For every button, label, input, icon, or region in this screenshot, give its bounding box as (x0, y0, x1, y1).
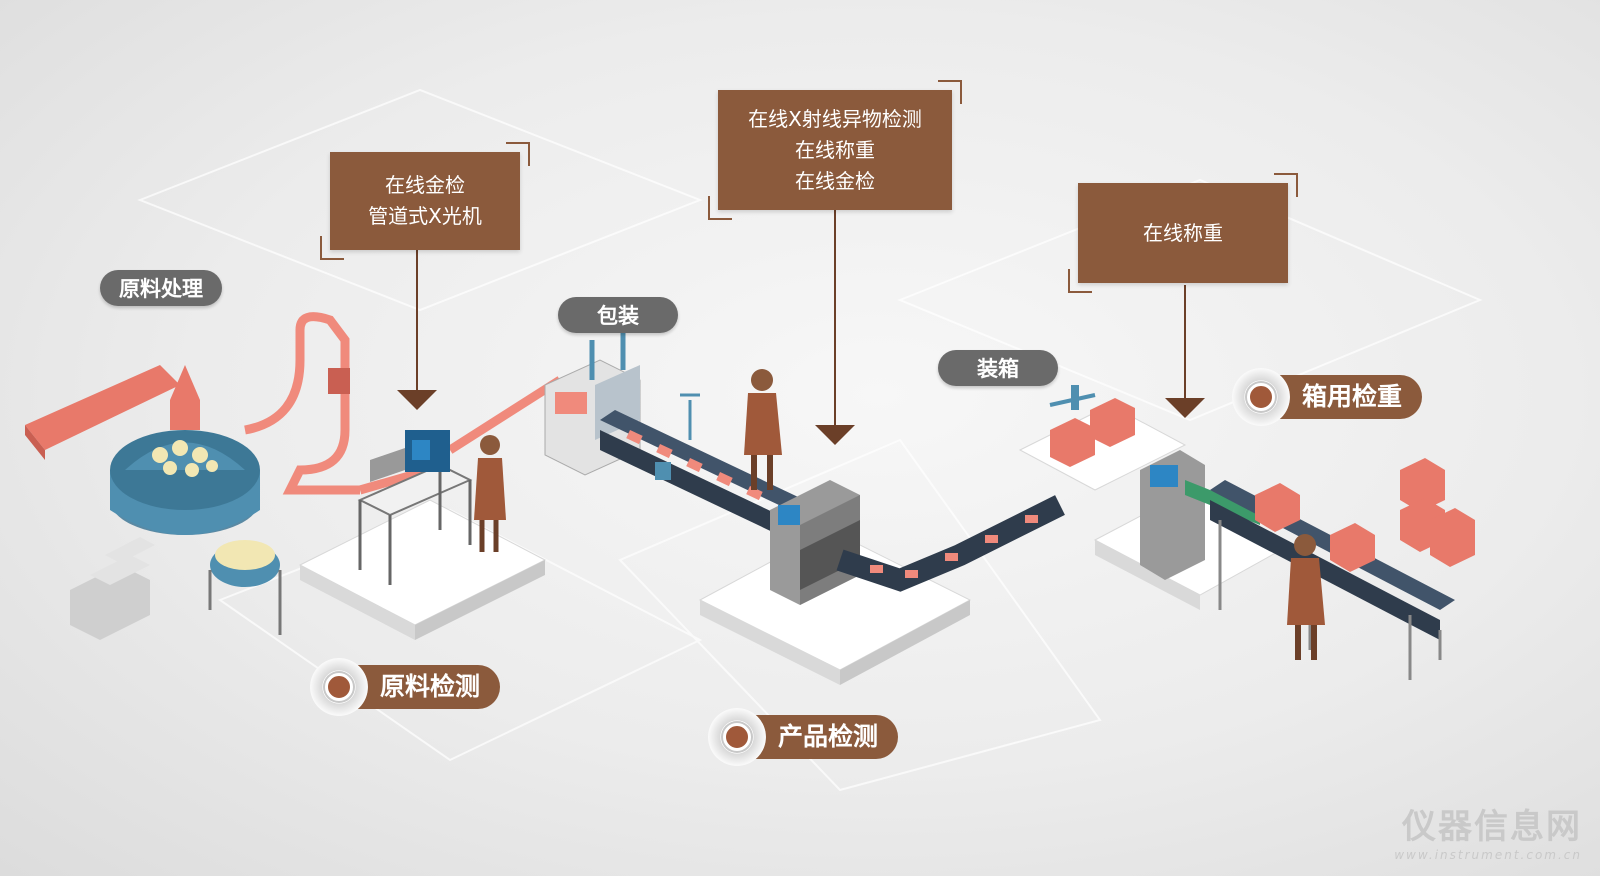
watermark-name: 仪器信息网 (1402, 807, 1582, 847)
callout-line: 在线金检 (385, 173, 465, 197)
process-label-packaging: 包装 (558, 297, 678, 333)
stage-dot (325, 673, 353, 701)
stage-marker (1232, 368, 1290, 426)
raw-processing-equipment (25, 312, 563, 640)
watermark-url: www.instrument.com.cn (1394, 848, 1582, 862)
callout-raw-inspection: 在线金检 管道式X光机 (320, 142, 530, 260)
stage-label: 原料检测 (350, 665, 501, 709)
boxing-equipment (1049, 385, 1135, 467)
process-label-boxing: 装箱 (938, 350, 1058, 386)
packaging-equipment (544, 330, 815, 545)
callout-frame-corner (1068, 269, 1092, 293)
stage-label: 箱用检重 (1272, 375, 1423, 419)
stage-marker (708, 708, 766, 766)
callout-frame-corner (506, 142, 530, 166)
raw-inspection-equipment (357, 430, 506, 585)
stage-product-inspection: 产品检测 (708, 708, 899, 766)
callout-line: 管道式X光机 (368, 204, 482, 228)
stage-marker (310, 658, 368, 716)
product-inspection-equipment (770, 480, 1065, 605)
callout-line: 在线X射线异物检测 (748, 106, 922, 131)
callout-frame-corner (708, 196, 732, 220)
stage-raw-inspection: 原料检测 (310, 658, 501, 716)
callout-line: 在线称重 (795, 137, 875, 162)
watermark: 仪器信息网 www.instrument.com.cn (1394, 799, 1582, 862)
callout-pointers (397, 210, 1205, 445)
stage-dot (1247, 383, 1275, 411)
stage-label: 产品检测 (748, 715, 899, 759)
callout-frame-corner (1274, 173, 1298, 197)
callout-frame-corner (320, 236, 344, 260)
callout-line: 在线金检 (795, 168, 875, 193)
callout-product-inspection: 在线X射线异物检测 在线称重 在线金检 (708, 80, 962, 220)
box-weighing-equipment (1140, 450, 1475, 680)
callout-line: 在线称重 (1143, 220, 1223, 245)
callout-frame-corner (938, 80, 962, 104)
process-label-raw-processing: 原料处理 (100, 270, 222, 306)
stage-box-weighing: 箱用检重 (1232, 368, 1423, 426)
callout-box-weighing: 在线称重 (1068, 173, 1298, 293)
stage-dot (723, 723, 751, 751)
